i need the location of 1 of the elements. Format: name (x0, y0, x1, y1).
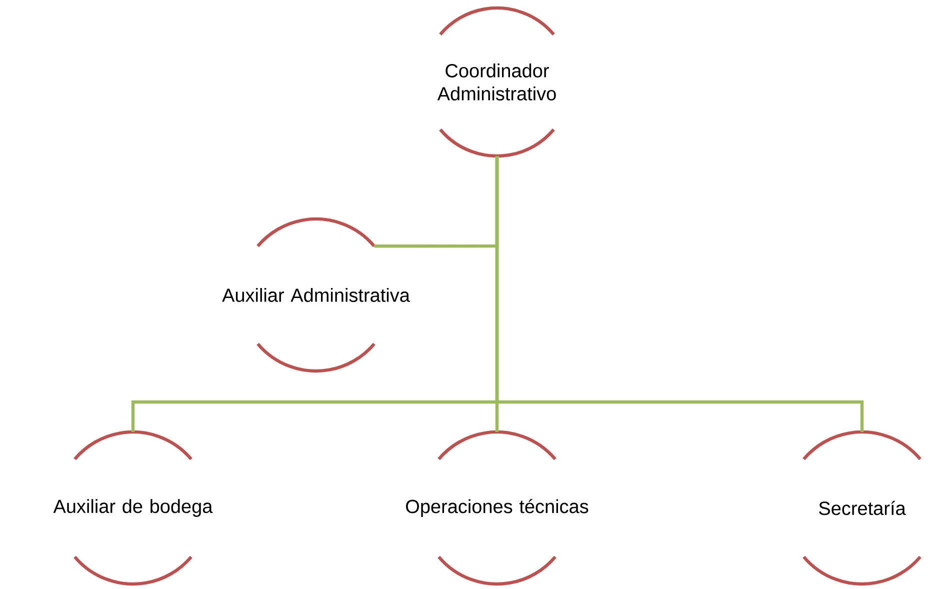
connector-line (495, 156, 864, 432)
